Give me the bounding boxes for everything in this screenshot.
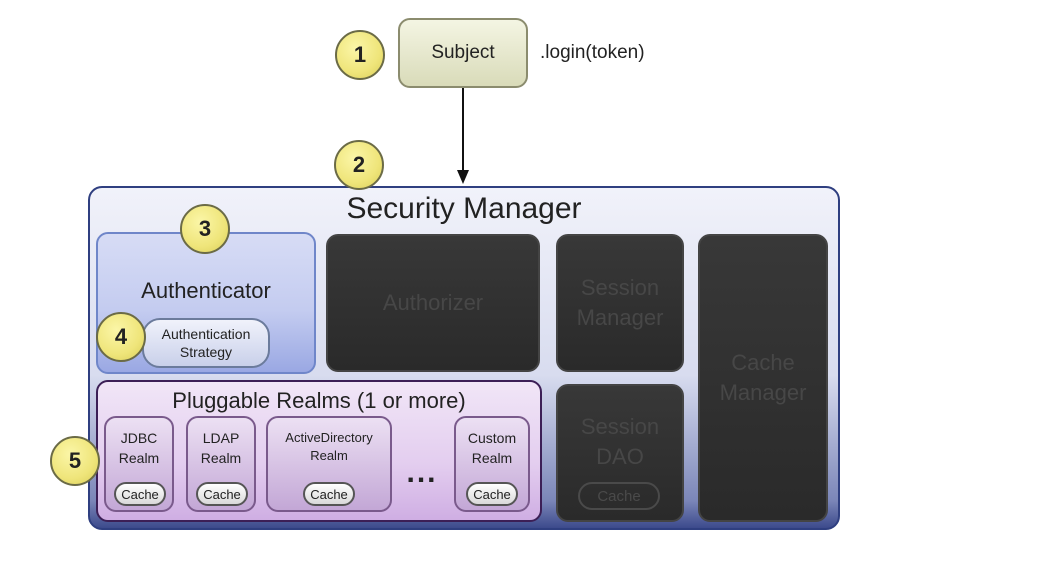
login-call-label: .login(token)	[540, 42, 645, 63]
security-manager-title: Security Manager	[346, 192, 582, 225]
realm-active-directory-line2: Realm	[310, 448, 348, 463]
realm-jdbc-line1: JDBC	[120, 430, 158, 446]
realm-jdbc-line2: Realm	[118, 450, 160, 466]
realm-custom-line2: Realm	[471, 450, 513, 466]
realm-active-directory-line1: ActiveDirectory	[285, 430, 373, 445]
authorizer-box: Authorizer	[326, 234, 540, 372]
session-dao-cache-pill: Cache	[578, 482, 660, 510]
authentication-strategy-box: Authentication Strategy	[142, 318, 270, 368]
authentication-strategy-line2: Strategy	[179, 344, 233, 360]
step-2-badge: 2	[334, 140, 384, 190]
realm-ldap-line2: Realm	[200, 450, 242, 466]
session-dao-line1: Session	[580, 414, 660, 439]
authentication-strategy-line1: Authentication	[161, 326, 251, 342]
cache-manager-box: Cache Manager	[698, 234, 828, 522]
realm-ldap-line1: LDAP	[202, 430, 240, 446]
session-manager-line1: Session	[580, 275, 660, 300]
session-dao-box: Session DAO	[556, 384, 684, 522]
cache-manager-line1: Cache	[731, 350, 795, 375]
pluggable-realms-title: Pluggable Realms (1 or more)	[172, 388, 466, 413]
more-realms-ellipsis: ...	[406, 456, 438, 489]
realm-custom-cache-pill: Cache	[466, 482, 518, 506]
authenticator-label: Authenticator	[141, 278, 271, 303]
step-1-badge: 1	[335, 30, 385, 80]
step-3-badge: 3	[180, 204, 230, 254]
step-5-badge: 5	[50, 436, 100, 486]
authorizer-label: Authorizer	[382, 290, 484, 315]
realm-ldap-cache-pill: Cache	[196, 482, 248, 506]
realm-custom-line1: Custom	[467, 430, 517, 446]
step-4-badge: 4	[96, 312, 146, 362]
subject-box: Subject	[398, 18, 528, 88]
subject-label: Subject	[431, 42, 495, 63]
session-dao-line2: DAO	[596, 444, 644, 469]
session-manager-line2: Manager	[576, 305, 664, 330]
cache-manager-line2: Manager	[719, 380, 807, 405]
session-manager-box: Session Manager	[556, 234, 684, 372]
realm-jdbc-cache-pill: Cache	[114, 482, 166, 506]
realm-active-directory-cache-pill: Cache	[303, 482, 355, 506]
